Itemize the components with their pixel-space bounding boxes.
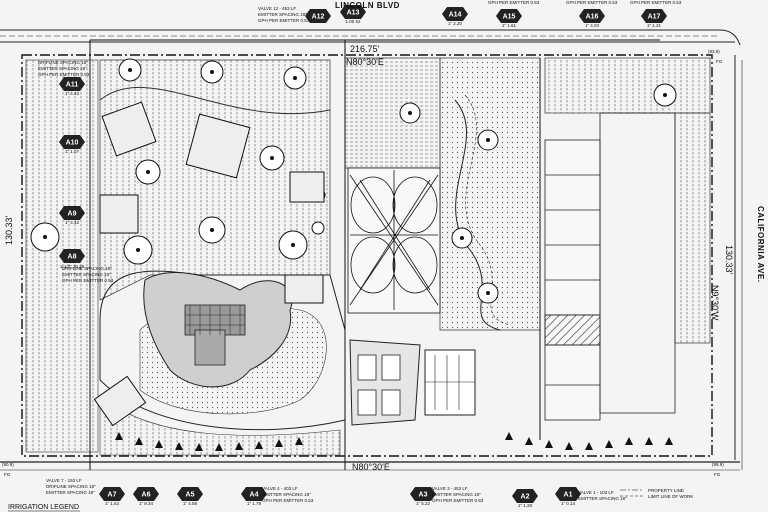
svg-text:VALVE 3 - 453 LF: VALVE 3 - 453 LF (432, 486, 468, 491)
valve-label-a7: A7 (108, 492, 117, 499)
exercise-pads (93, 101, 325, 427)
dim-left-length: 130.33' (4, 215, 14, 245)
valve-label-a6: A6 (142, 492, 151, 499)
street-name-california: CALIFORNIA AVE. (756, 206, 765, 283)
svg-text:GPH PER EMITTER 0.53: GPH PER EMITTER 0.53 (38, 72, 90, 77)
bioswale-planting (347, 167, 441, 314)
svg-text:VALVE 4 - 403 LF: VALVE 4 - 403 LF (262, 486, 298, 491)
irrigation-mainline (89, 39, 690, 470)
svg-text:1" 0.14: 1" 0.14 (561, 501, 576, 506)
spray-heads (115, 432, 673, 451)
svg-text:GPH PER EMITTER 0.53: GPH PER EMITTER 0.53 (62, 278, 114, 283)
street-name-lincoln: LINCOLN BLVD (335, 1, 400, 10)
svg-text:1-1/2" 16.28: 1-1/2" 16.28 (60, 264, 85, 269)
svg-text:1" 5.22: 1" 5.22 (416, 501, 431, 506)
irrigation-legend-title: IRRIGATION LEGEND (8, 504, 79, 511)
svg-text:EMITTER SPACING 18": EMITTER SPACING 18" (432, 492, 481, 497)
svg-text:1" 4.42: 1" 4.42 (65, 220, 80, 225)
svg-text:1" 8.34: 1" 8.34 (139, 501, 154, 506)
svg-text:EMITTER SPACING 18": EMITTER SPACING 18" (262, 492, 311, 497)
planting-area-northeast (544, 57, 711, 114)
svg-text:GPH PER EMITTER 0.53: GPH PER EMITTER 0.53 (566, 0, 618, 5)
svg-text:1" 1.63: 1" 1.63 (105, 501, 120, 506)
valve-label-a13: A13 (347, 10, 360, 17)
svg-text:1" 1.61: 1" 1.61 (502, 23, 517, 28)
dim-top-bearing: N80°30'E (346, 57, 384, 67)
parking-stalls (544, 112, 676, 421)
svg-text:GPH PER EMITTER 0.53: GPH PER EMITTER 0.53 (630, 0, 682, 5)
dim-bottom-bearing: N80°30'E (352, 462, 390, 472)
svg-text:EMITTER SPACING 18": EMITTER SPACING 18" (38, 66, 87, 71)
valve-label-a14: A14 (449, 12, 462, 19)
svg-text:DRIPLINE SPACING 18": DRIPLINE SPACING 18" (46, 484, 96, 489)
svg-text:VALVE 1 - 103 LF: VALVE 1 - 103 LF (578, 490, 614, 495)
svg-text:EMITTER SPACING 18": EMITTER SPACING 18" (258, 12, 307, 17)
legend-property-line: PROPERTY LINE (648, 488, 684, 493)
valve-label-a3: A3 (419, 492, 428, 499)
svg-text:GPH PER EMITTER 0.53: GPH PER EMITTER 0.53 (258, 18, 310, 23)
valve-label-a1: A1 (564, 492, 573, 499)
svg-text:1" 4.03: 1" 4.03 (585, 23, 600, 28)
valve-label-a12: A12 (312, 14, 325, 21)
corner-elev-tr: (93.6) (708, 49, 720, 54)
svg-text:DRIPLINE SPACING 18": DRIPLINE SPACING 18" (62, 266, 112, 271)
svg-text:EMITTER SPACING 18": EMITTER SPACING 18" (46, 490, 95, 495)
svg-text:FG: FG (4, 472, 11, 477)
property-line (21, 54, 713, 457)
valve-markers: A12 A13 A14 A15 A16 A17 A11 A10 A9 A8 A7… (59, 5, 667, 503)
svg-text:VALVE 12 - 453 LF: VALVE 12 - 453 LF (258, 6, 296, 11)
corner-elev-br: (95.9) (712, 462, 724, 467)
svg-text:1" 4.58: 1" 4.58 (183, 501, 198, 506)
planting-area-center (344, 57, 441, 169)
curved-walk (99, 86, 331, 115)
svg-text:FG: FG (714, 472, 721, 477)
svg-text:FG: FG (716, 59, 723, 64)
svg-text:1" 1.28: 1" 1.28 (518, 503, 533, 508)
valve-label-a10: A10 (66, 140, 79, 147)
valve-label-a11: A11 (66, 82, 79, 89)
svg-text:1" 1.07: 1" 1.07 (65, 149, 80, 154)
svg-text:1" 1.21: 1" 1.21 (647, 23, 662, 28)
svg-text:1" 1.78: 1" 1.78 (247, 501, 262, 506)
svg-text:EMITTER SPACING 18": EMITTER SPACING 18" (62, 272, 111, 277)
valve-label-a4: A4 (250, 492, 259, 499)
valve-label-a8: A8 (68, 254, 77, 261)
svg-text:1" 4.43: 1" 4.43 (65, 91, 80, 96)
valve-label-a5: A5 (186, 492, 195, 499)
svg-text:VALVE 7 - 193 LF: VALVE 7 - 193 LF (46, 478, 82, 483)
valve-notes: VALVE 12 - 453 LF EMITTER SPACING 18" GP… (38, 0, 682, 503)
svg-text:GPH PER EMITTER 0.53: GPH PER EMITTER 0.53 (432, 498, 484, 503)
legend-limit-line: LIMIT LINE OF WORK (648, 494, 693, 499)
valve-sublabels: 1.00 52 1" 2.20 1" 1.61 1" 4.03 1" 1.21 … (60, 19, 662, 508)
svg-text:1" 2.20: 1" 2.20 (448, 21, 463, 26)
svg-text:DRIPLINE SPACING 18": DRIPLINE SPACING 18" (38, 60, 88, 65)
valve-label-a15: A15 (503, 14, 516, 21)
svg-text:EMITTER SPACING 18": EMITTER SPACING 18" (578, 496, 627, 501)
valve-label-a16: A16 (586, 14, 599, 21)
valve-label-a17: A17 (648, 14, 661, 21)
valve-label-a2: A2 (521, 494, 530, 501)
svg-text:GPH PER EMITTER 0.53: GPH PER EMITTER 0.53 (488, 0, 540, 5)
svg-text:GPH PER EMITTER 0.53: GPH PER EMITTER 0.53 (262, 498, 314, 503)
dim-top-length: 216.75' (350, 44, 380, 54)
valve-label-a9: A9 (68, 211, 77, 218)
dim-right-length: 130.33' (724, 245, 734, 275)
svg-text:1.00 52: 1.00 52 (345, 19, 361, 24)
dim-right-bearing: N9°30'W (710, 285, 720, 321)
picnic-tables (424, 349, 476, 416)
corner-elev-bl: (90.9) (2, 462, 14, 467)
